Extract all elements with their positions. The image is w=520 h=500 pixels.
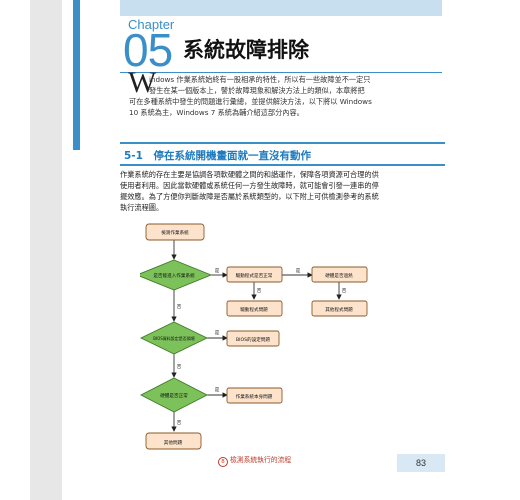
node-q4-label: BIOS資料設定是否損壞 xyxy=(153,335,195,341)
edge-label-no: 否 xyxy=(257,288,262,294)
edge-label-no: 否 xyxy=(342,288,347,294)
node-q5-label: 硬體是否正常 xyxy=(160,392,188,399)
node-q2-label: 驅動程式是否正常 xyxy=(236,272,273,279)
body-line: 使用者利用。因此當軟硬體或系統任何一方發生故障時，就可能會引發一連串的停 xyxy=(120,181,379,190)
node-q1-diamond xyxy=(140,259,213,291)
intro-line: indows 作業系統始終有一股相承的特性，所以有一些故障並不一定只 xyxy=(149,75,371,84)
body-line: 作業系統的存在主要是協調各項軟硬體之間的和諧運作，保障各項資源可合理的供 xyxy=(120,170,379,179)
chapter-title: 系統故障排除 xyxy=(183,38,309,62)
node-r2-label: 驅動程式問題 xyxy=(240,306,268,313)
node-r3-label: 其他程式問題 xyxy=(325,306,353,313)
node-q3-label: 硬體是否過熱 xyxy=(325,272,353,279)
node-start-label: 檢測作業系統 xyxy=(161,229,189,236)
intro-line: 發生在某一個版本上，譬於故障現象和解決方法上的類似，本章將把 xyxy=(149,86,365,95)
caption-text: 檢測系統執行的流程 xyxy=(230,456,292,464)
body-line: 執行流程圖。 xyxy=(120,203,164,212)
left-margin-band xyxy=(30,0,62,500)
section-rule-bottom xyxy=(120,164,445,166)
edge-label-no: 否 xyxy=(177,420,182,426)
system-flowchart: 檢測作業系統 是否能進入作業系統 驅動程式是否正常 硬體是否過熱 驅動程式問題 … xyxy=(140,223,368,450)
section-rule-top xyxy=(120,142,445,144)
node-q1-label: 是否能進入作業系統 xyxy=(153,272,195,279)
intro-line: 10 系統為主，Windows 7 系統為輔介紹這部分內容。 xyxy=(129,108,304,117)
edge-label-no: 否 xyxy=(177,304,182,310)
node-r2-box xyxy=(226,300,283,317)
node-q5-diamond xyxy=(140,377,208,413)
edge-label-yes: 是 xyxy=(296,268,301,274)
node-r3-box xyxy=(311,300,368,317)
node-r6-box xyxy=(145,432,202,450)
node-q2-box xyxy=(226,266,283,283)
chapter-word: Chapter xyxy=(128,17,175,32)
edge-label-yes: 是 xyxy=(215,387,220,393)
node-r4-box xyxy=(226,330,280,347)
chapter-number: 05 xyxy=(123,24,173,76)
intro-drop-cap: W xyxy=(128,66,157,99)
page-number: 83 xyxy=(397,454,445,472)
node-q3-box xyxy=(311,266,368,283)
node-r6-label: 其他問題 xyxy=(164,439,183,446)
caption-mark: 8 xyxy=(218,457,228,467)
node-r5-label: 作業系統本身問題 xyxy=(236,393,273,400)
node-r4-label: BIOS的設定問題 xyxy=(236,336,270,343)
intro-line: 可在多種系統中發生的問題進行彙總，並提供解決方法，以下將以 Windows xyxy=(129,97,372,106)
node-q4-diamond xyxy=(140,321,209,355)
node-r5-box xyxy=(226,387,283,404)
node-start-box xyxy=(145,223,205,241)
edge-label-no: 否 xyxy=(177,364,182,370)
edge-label-yes: 是 xyxy=(215,268,220,274)
body-line: 擺效應。為了方便你判斷故障是否屬於系統類型的，以下附上可供檢測參考的系統 xyxy=(120,192,379,201)
edge-label-yes: 是 xyxy=(215,330,220,336)
left-accent-bar xyxy=(73,0,80,150)
chapter-top-bar xyxy=(120,0,442,16)
section-title: 5-1 停在系統開機畫面就一直沒有動作 xyxy=(124,150,311,162)
header-rule xyxy=(120,72,442,73)
